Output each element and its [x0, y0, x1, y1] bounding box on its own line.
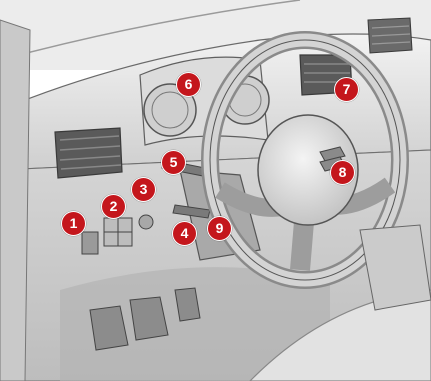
- callout-3[interactable]: 3: [131, 177, 156, 202]
- far-right-air-vent: [368, 18, 412, 53]
- callout-7[interactable]: 7: [334, 77, 359, 102]
- callout-4[interactable]: 4: [172, 221, 197, 246]
- callout-8[interactable]: 8: [330, 160, 355, 185]
- left-air-vent: [55, 128, 122, 178]
- callout-9[interactable]: 9: [207, 216, 232, 241]
- door-trim: [0, 20, 30, 381]
- callout-1[interactable]: 1: [61, 211, 86, 236]
- callout-2[interactable]: 2: [101, 194, 126, 219]
- callout-5[interactable]: 5: [161, 150, 186, 175]
- callout-6[interactable]: 6: [176, 72, 201, 97]
